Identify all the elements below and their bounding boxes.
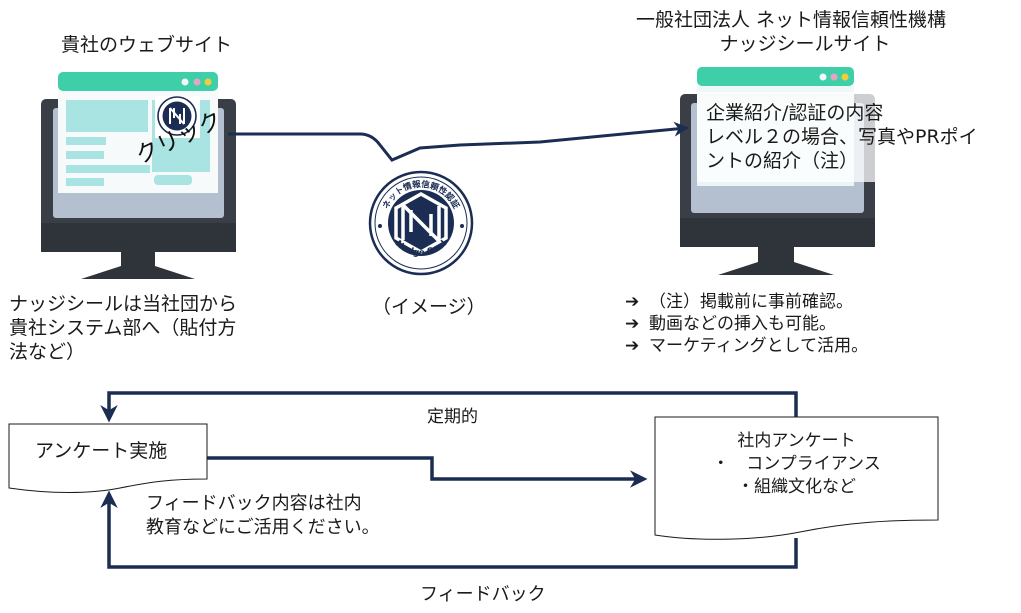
left-page-line-2 bbox=[66, 151, 104, 159]
internal-survey-title: 社内アンケート bbox=[737, 431, 856, 451]
internal-survey-item: ・ コンプライアンス bbox=[712, 454, 881, 474]
feedback-note-line-1: フィードバック内容は社内 bbox=[146, 493, 362, 514]
left-caption-line-2: 貴社システム部へ（貼付方 bbox=[9, 317, 237, 339]
internal-survey-document-shape[interactable] bbox=[654, 416, 939, 540]
left-browser-titlebar bbox=[58, 72, 218, 91]
right-site-title: 一般社団法人 ネット情報信頼性機構 ナッジシールサイト bbox=[605, 8, 1005, 56]
screen-line-3: ントの紹介（注） bbox=[706, 150, 859, 172]
note-item: ➔ （注）掲載前に事前確認。 bbox=[625, 291, 868, 313]
survey-box-label: アンケート実施 bbox=[35, 440, 168, 462]
left-monitor-chin bbox=[41, 223, 236, 252]
right-browser-dot-yellow bbox=[841, 73, 849, 81]
survey-document-shape[interactable] bbox=[8, 423, 208, 493]
right-monitor-chin bbox=[680, 218, 875, 247]
right-arrow-icon: ➔ bbox=[625, 336, 640, 356]
nudge-seal-emblem[interactable]: ネット情報信頼性認証 Nudge Seal bbox=[368, 170, 474, 276]
left-browser-dot-yellow bbox=[204, 78, 212, 86]
seal-caption: （イメージ） bbox=[372, 296, 486, 318]
periodic-loop-line bbox=[100, 391, 798, 423]
screen-line-1: 企業紹介/認証の内容 bbox=[706, 102, 884, 124]
right-site-title-line-2: ナッジシールサイト bbox=[719, 33, 891, 55]
right-page-overlay bbox=[697, 92, 875, 182]
right-browser-dot-white bbox=[819, 73, 827, 81]
left-monitor bbox=[41, 72, 236, 279]
feedback-note-line-2: 教育などにご活用ください。 bbox=[146, 517, 380, 538]
right-arrow-icon: ➔ bbox=[625, 292, 640, 312]
screen-line-2: レベル２の場合、写真やPRポイ bbox=[706, 126, 978, 148]
right-site-title-line-1: 一般社団法人 ネット情報信頼性機構 bbox=[635, 9, 947, 31]
left-page-hero-block bbox=[66, 100, 148, 132]
survey-to-internal-line bbox=[207, 456, 648, 488]
left-page-line-1 bbox=[66, 137, 106, 145]
feedback-label: フィードバック bbox=[420, 584, 546, 605]
internal-survey-box: 社内アンケート ・ コンプライアンス ・組織文化など bbox=[655, 430, 938, 499]
left-browser-dot-white bbox=[181, 78, 189, 86]
small-nudge-seal-icon[interactable] bbox=[157, 96, 197, 136]
left-site-title: 貴社のウェブサイト bbox=[61, 34, 233, 56]
left-caption: ナッジシールは当社団から 貴社システム部へ（貼付方 法など） bbox=[9, 292, 237, 364]
note-item: ➔ マーケティングとして活用。 bbox=[625, 335, 868, 357]
note-item: ➔ 動画などの挿入も可能。 bbox=[625, 313, 868, 335]
right-notes-list: ➔ （注）掲載前に事前確認。 ➔ 動画などの挿入も可能。 ➔ マーケティングとして活用… bbox=[625, 291, 868, 357]
feedback-note: フィードバック内容は社内 教育などにご活用ください。 bbox=[146, 492, 380, 540]
left-browser-dot-pink bbox=[193, 78, 201, 86]
left-page-line-4 bbox=[66, 178, 104, 186]
feedback-loop-line bbox=[100, 490, 798, 569]
note-text: （注）掲載前に事前確認。 bbox=[649, 292, 853, 312]
note-text: 動画などの挿入も可能。 bbox=[649, 314, 836, 334]
click-link-arrow bbox=[228, 121, 689, 162]
note-text: マーケティングとして活用。 bbox=[649, 336, 869, 356]
periodic-label: 定期的 bbox=[427, 407, 478, 427]
right-monitor bbox=[680, 67, 875, 275]
left-monitor-stand bbox=[81, 252, 195, 279]
right-browser-titlebar bbox=[697, 67, 854, 86]
left-caption-line-1: ナッジシールは当社団から bbox=[9, 293, 238, 315]
right-arrow-icon: ➔ bbox=[625, 314, 640, 334]
left-page-line-3 bbox=[66, 165, 150, 173]
left-page-button bbox=[154, 175, 192, 185]
internal-survey-item: ・組織文化など bbox=[737, 477, 856, 497]
right-browser-dot-pink bbox=[830, 73, 838, 81]
right-screen-content: 企業紹介/認証の内容 レベル２の場合、写真やPRポイ ントの紹介（注） bbox=[706, 101, 978, 173]
right-monitor-stand bbox=[718, 247, 834, 275]
left-caption-line-3: 法など） bbox=[9, 341, 86, 363]
